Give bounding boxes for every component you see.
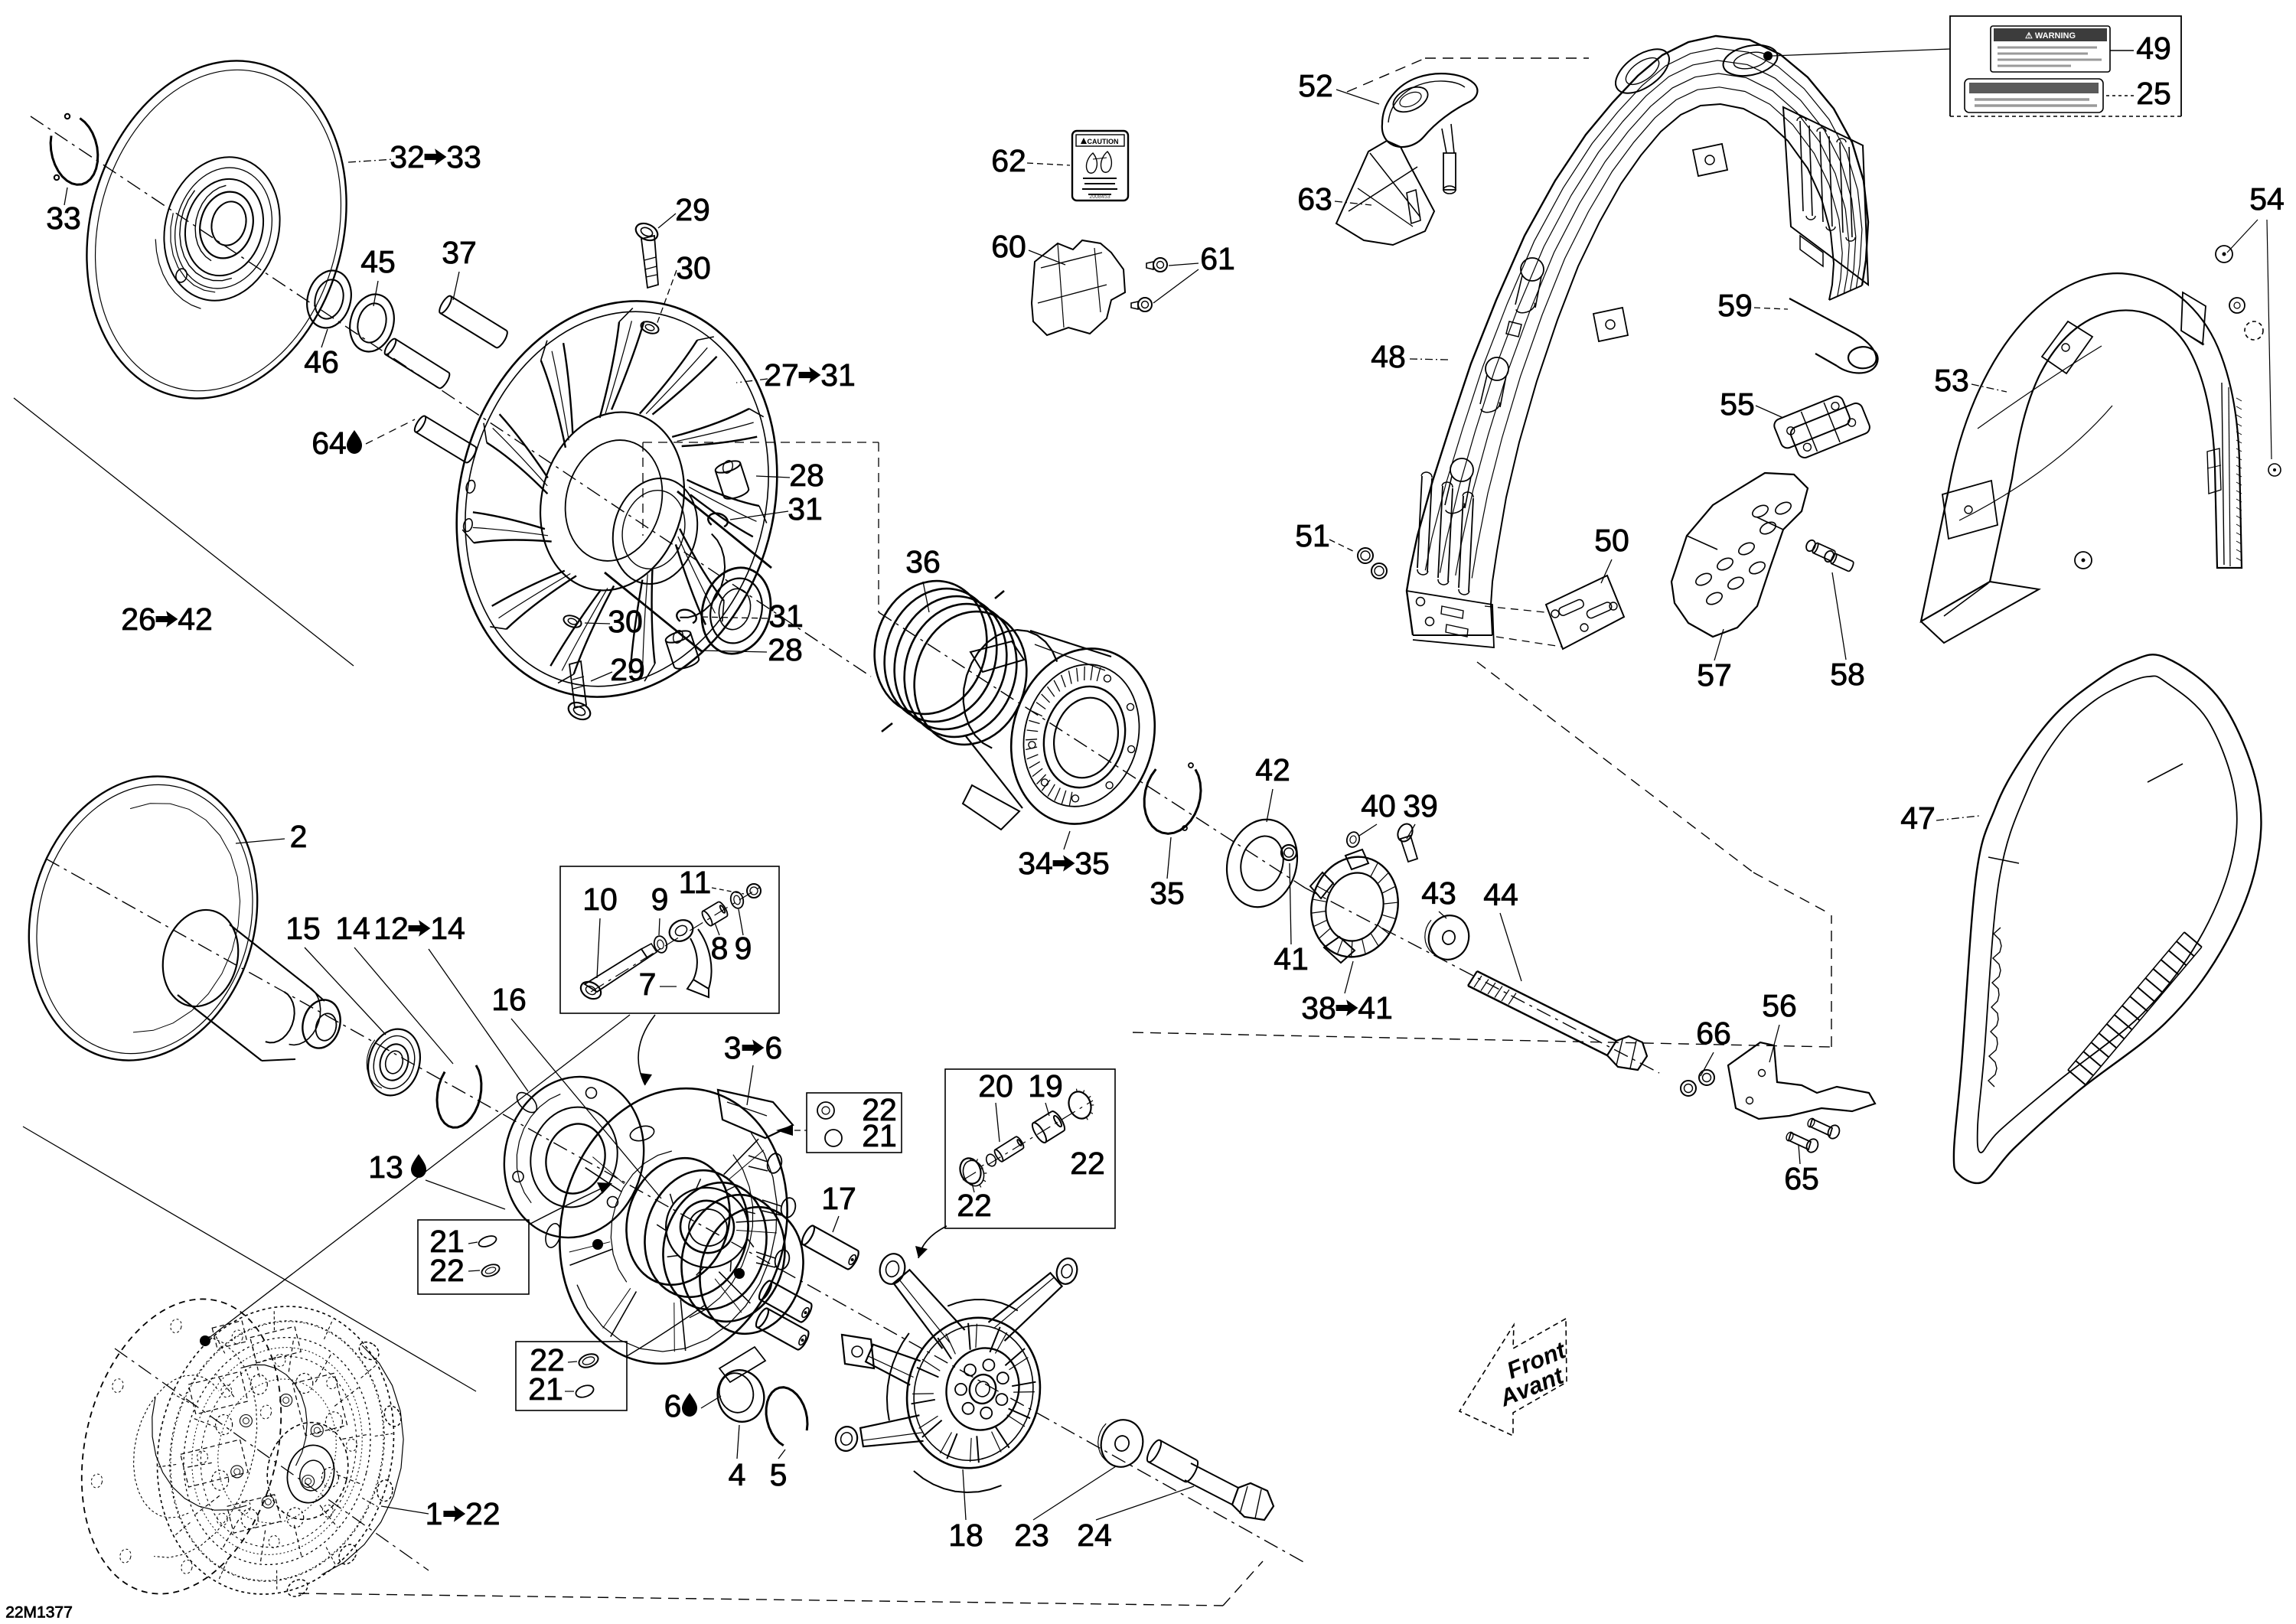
svg-text:26: 26 <box>121 602 156 637</box>
svg-text:32: 32 <box>390 139 425 174</box>
svg-text:14: 14 <box>335 911 370 946</box>
svg-text:28: 28 <box>789 458 824 493</box>
svg-text:6: 6 <box>765 1030 782 1065</box>
svg-text:28: 28 <box>768 632 803 667</box>
svg-text:10: 10 <box>582 882 618 917</box>
svg-text:58: 58 <box>1830 657 1865 692</box>
svg-text:16: 16 <box>491 982 527 1017</box>
svg-text:3: 3 <box>724 1030 742 1065</box>
svg-text:6: 6 <box>664 1388 682 1423</box>
svg-text:31: 31 <box>768 598 804 634</box>
svg-text:38: 38 <box>1301 990 1336 1026</box>
svg-text:12: 12 <box>373 911 409 946</box>
svg-text:44: 44 <box>1483 877 1518 912</box>
svg-text:30: 30 <box>608 604 643 639</box>
svg-text:22: 22 <box>429 1253 465 1288</box>
svg-text:15: 15 <box>285 911 321 946</box>
svg-text:37: 37 <box>442 235 477 270</box>
svg-text:7: 7 <box>639 967 657 1002</box>
svg-text:34: 34 <box>1018 846 1053 881</box>
svg-text:51: 51 <box>1295 518 1330 553</box>
svg-text:22: 22 <box>530 1342 565 1378</box>
svg-text:56: 56 <box>1762 988 1797 1023</box>
svg-text:22: 22 <box>465 1496 501 1531</box>
svg-text:5: 5 <box>770 1457 788 1492</box>
svg-text:23: 23 <box>1014 1518 1049 1553</box>
svg-text:36: 36 <box>905 544 941 579</box>
svg-text:41: 41 <box>1358 990 1393 1026</box>
svg-text:21: 21 <box>429 1224 465 1259</box>
svg-text:35: 35 <box>1150 876 1185 911</box>
svg-text:29: 29 <box>675 192 710 227</box>
svg-text:61: 61 <box>1200 241 1235 276</box>
svg-text:29: 29 <box>610 652 645 687</box>
svg-text:49: 49 <box>2136 31 2171 66</box>
svg-text:18: 18 <box>948 1518 983 1553</box>
svg-text:66: 66 <box>1696 1016 1731 1051</box>
svg-text:8: 8 <box>711 931 729 966</box>
svg-text:1: 1 <box>426 1496 443 1531</box>
svg-text:19: 19 <box>1028 1068 1063 1104</box>
svg-text:62: 62 <box>991 143 1026 178</box>
svg-text:CAUTION: CAUTION <box>1088 138 1119 145</box>
svg-text:45: 45 <box>360 244 396 279</box>
svg-text:21: 21 <box>862 1118 897 1153</box>
svg-text:22: 22 <box>862 1092 897 1127</box>
svg-text:42: 42 <box>178 602 213 637</box>
svg-text:20: 20 <box>978 1068 1013 1104</box>
svg-text:40: 40 <box>1361 788 1396 823</box>
svg-text:22: 22 <box>1070 1146 1105 1181</box>
svg-text:52: 52 <box>1298 68 1333 103</box>
svg-text:27: 27 <box>764 357 799 393</box>
svg-text:39: 39 <box>1403 788 1438 823</box>
svg-text:13: 13 <box>368 1150 403 1185</box>
svg-text:55: 55 <box>1720 386 1755 422</box>
svg-text:33: 33 <box>446 139 481 174</box>
svg-text:⚠ WARNING: ⚠ WARNING <box>2025 31 2076 41</box>
svg-text:64: 64 <box>311 426 347 461</box>
svg-text:63: 63 <box>1297 181 1332 217</box>
svg-text:57: 57 <box>1697 657 1732 693</box>
svg-text:4: 4 <box>729 1457 746 1492</box>
svg-text:54: 54 <box>2249 181 2285 217</box>
svg-text:42: 42 <box>1255 752 1290 788</box>
svg-text:60: 60 <box>991 229 1026 264</box>
svg-text:31: 31 <box>788 491 823 527</box>
svg-text:33: 33 <box>46 201 81 236</box>
svg-text:53: 53 <box>1934 363 1969 398</box>
svg-text:31: 31 <box>820 357 856 393</box>
svg-text:9: 9 <box>735 931 752 966</box>
svg-text:48: 48 <box>1371 339 1406 374</box>
svg-text:2: 2 <box>290 819 308 854</box>
svg-text:65: 65 <box>1784 1161 1819 1196</box>
svg-text:11: 11 <box>679 865 712 900</box>
svg-text:47: 47 <box>1900 801 1936 836</box>
svg-text:22M1377: 22M1377 <box>5 1604 73 1622</box>
svg-text:17: 17 <box>821 1181 856 1216</box>
svg-text:41: 41 <box>1274 941 1309 977</box>
svg-text:24: 24 <box>1077 1518 1112 1553</box>
svg-text:2008453: 2008453 <box>1089 194 1110 200</box>
svg-text:30: 30 <box>676 250 711 285</box>
svg-text:22: 22 <box>957 1188 992 1223</box>
svg-text:21: 21 <box>528 1371 563 1407</box>
svg-text:50: 50 <box>1594 523 1629 558</box>
svg-text:43: 43 <box>1421 876 1456 911</box>
svg-text:9: 9 <box>651 882 669 917</box>
svg-text:14: 14 <box>430 911 465 946</box>
svg-text:59: 59 <box>1717 288 1753 323</box>
svg-text:35: 35 <box>1075 846 1110 881</box>
svg-text:25: 25 <box>2136 76 2171 111</box>
svg-text:46: 46 <box>304 344 339 380</box>
